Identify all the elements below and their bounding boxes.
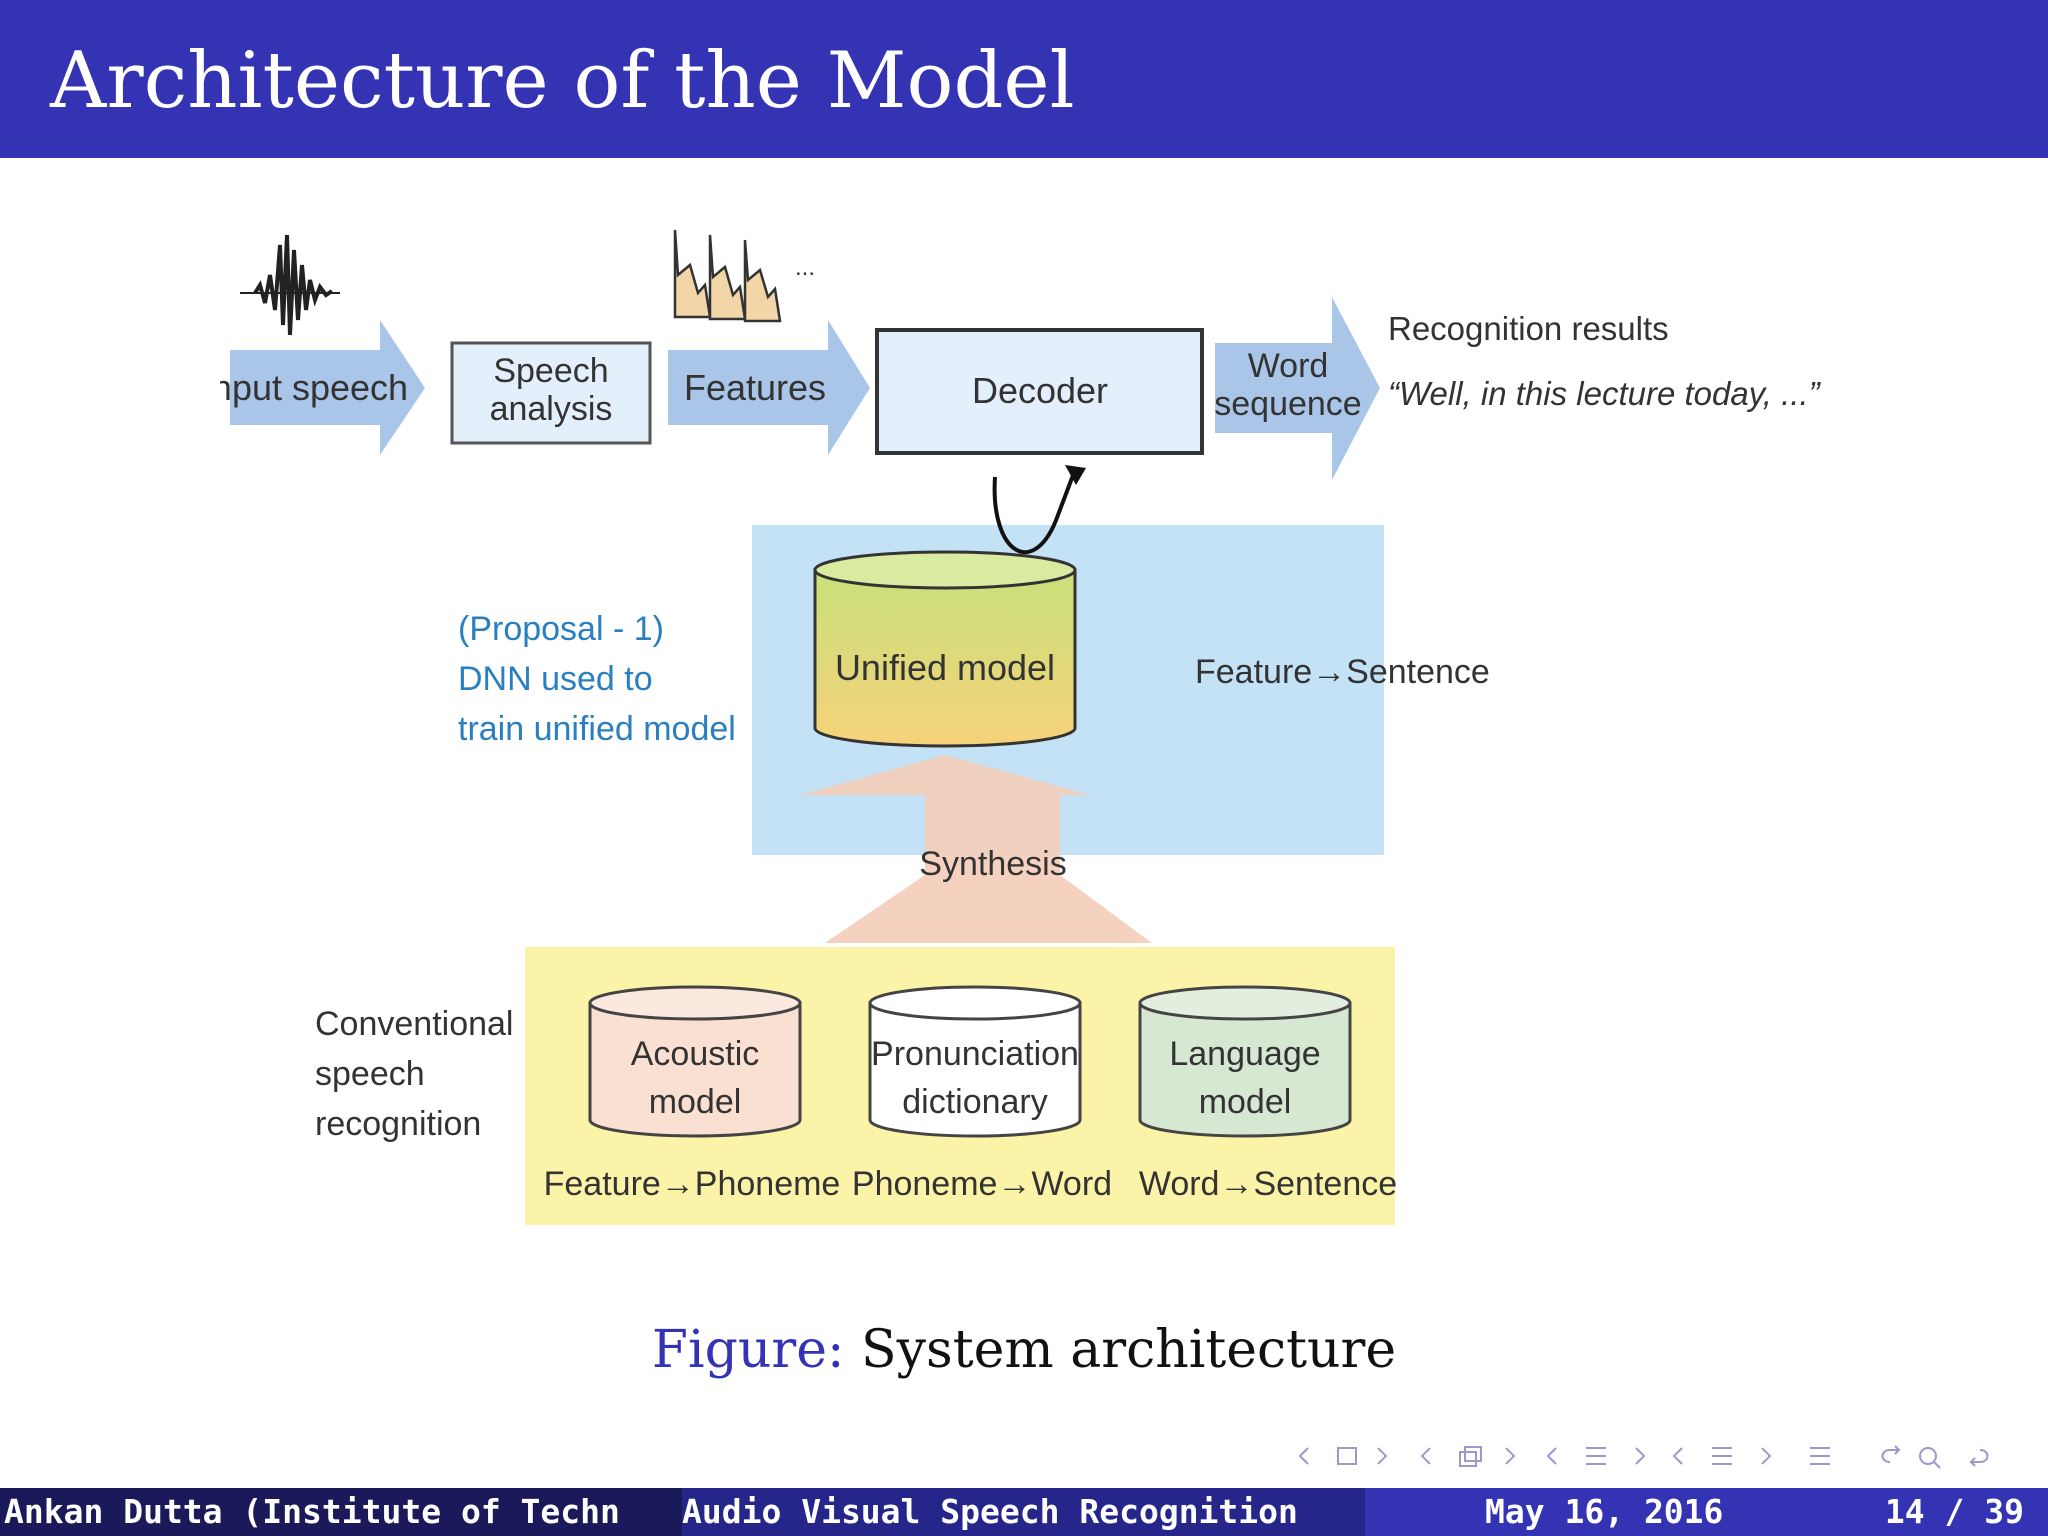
nav-frame-icon[interactable] (1420, 1446, 1516, 1467)
footer-date: May 16, 2016 (1485, 1492, 1724, 1531)
word-sequence-line1: Word (1248, 347, 1329, 385)
conventional-line2: speech (315, 1055, 425, 1093)
unified-model-cylinder: Unified model (813, 550, 1077, 748)
features-arrow: Features (668, 320, 870, 455)
caption-prefix: Figure: (651, 1320, 845, 1380)
synthesis-arrow: Synthesis (800, 755, 1152, 943)
unified-model-label: Unified model (835, 647, 1055, 688)
figure-caption: Figure: System architecture (0, 1320, 2048, 1380)
nav-subsection-icon[interactable] (1546, 1447, 1646, 1465)
phoneme-word-label: Phoneme→Word (852, 1165, 1112, 1203)
waveform-icon (240, 234, 340, 336)
proposal-line2: DNN used to (458, 660, 653, 698)
footer-talk-title: Audio Visual Speech Recognition (682, 1488, 1365, 1536)
nav-slide-icon[interactable] (1298, 1447, 1388, 1465)
proposal-line3: train unified model (458, 710, 736, 748)
speech-analysis-box: Speech analysis (450, 341, 652, 445)
synthesis-label: Synthesis (919, 845, 1066, 883)
footer-author: Ankan Dutta (Institute of Techn (0, 1488, 682, 1536)
language-model-cylinder: Language model (1138, 985, 1352, 1138)
features-label: Features (684, 367, 826, 408)
recognition-results-quote: “Well, in this lecture today, ...” (1388, 375, 1822, 412)
pronunciation-line1: Pronunciation (871, 1035, 1079, 1073)
acoustic-model-line2: model (649, 1083, 742, 1121)
decoder-loop-arrow (992, 465, 1086, 555)
nav-section-icon[interactable] (1672, 1447, 1772, 1465)
spectrogram-icon (673, 229, 782, 323)
proposal-line1: (Proposal - 1) (458, 610, 664, 648)
conventional-label: Conventional speech recognition (315, 1005, 513, 1143)
footer-right: May 16, 2016 14 / 39 (1365, 1488, 2048, 1536)
proposal-text: (Proposal - 1) DNN used to train unified… (458, 610, 736, 748)
language-model-line2: model (1199, 1083, 1292, 1121)
features-ellipsis: ... (795, 254, 815, 281)
acoustic-model-cylinder: Acoustic model (588, 985, 802, 1138)
word-sequence-arrow: Word sequence (1214, 297, 1380, 480)
acoustic-model-line1: Acoustic (631, 1035, 760, 1073)
speech-analysis-line1: Speech (493, 352, 608, 390)
feature-sentence-label: Feature→Sentence (1195, 653, 1490, 691)
beamer-navigation (1290, 1436, 2030, 1476)
title-bar: Architecture of the Model (0, 0, 2048, 158)
word-sequence-line2: sequence (1214, 385, 1361, 423)
word-sentence-label: Word→Sentence (1139, 1165, 1397, 1203)
input-speech-label: Input speech (220, 367, 408, 408)
nav-search-icon[interactable] (1881, 1445, 1989, 1469)
input-speech-arrow: Input speech (202, 320, 425, 455)
architecture-diagram: ... Input speech Speech analysis Feature… (202, 215, 1840, 1235)
conventional-line1: Conventional (315, 1005, 513, 1043)
footer-bar: Ankan Dutta (Institute of Techn Audio Vi… (0, 1488, 2048, 1536)
feature-phoneme-label: Feature→Phoneme (544, 1165, 841, 1203)
caption-text: System architecture (861, 1320, 1397, 1380)
pronunciation-line2: dictionary (902, 1083, 1048, 1121)
nav-appendix-icon[interactable] (1810, 1447, 1830, 1465)
decoder-box: Decoder (875, 328, 1204, 455)
recognition-results-label: Recognition results (1388, 310, 1669, 347)
decoder-label: Decoder (972, 370, 1108, 411)
speech-analysis-line2: analysis (490, 390, 613, 428)
pronunciation-dictionary-cylinder: Pronunciation dictionary (868, 985, 1082, 1138)
conventional-line3: recognition (315, 1105, 481, 1143)
language-model-line1: Language (1169, 1035, 1320, 1073)
footer-page-number: 14 / 39 (1884, 1492, 2024, 1531)
slide-title: Architecture of the Model (50, 36, 1075, 126)
